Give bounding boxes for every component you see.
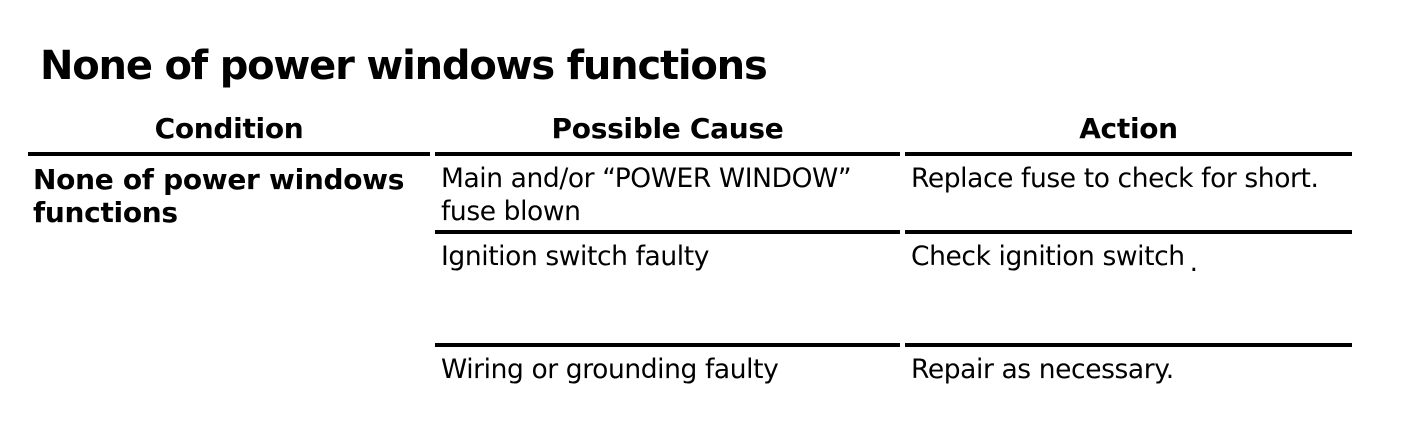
action-text: Replace fuse to check for short.	[911, 163, 1319, 194]
action-text: Repair as necessary.	[911, 354, 1174, 385]
column-header-action: Action	[905, 105, 1352, 156]
condition-cell: None of power windows functions	[28, 156, 430, 417]
cause-cell-wiring: Wiring or grounding faulty	[435, 347, 900, 417]
action-text: Check ignition switch.	[911, 240, 1352, 278]
cause-text: Wiring or grounding faulty	[441, 354, 779, 385]
cause-cell-ignition-switch: Ignition switch faulty	[435, 234, 900, 347]
action-text-main: Check ignition switch	[911, 241, 1185, 272]
action-cell-repair: Repair as necessary.	[905, 347, 1352, 417]
action-cell-check-ignition: Check ignition switch.	[905, 234, 1352, 347]
cause-cell-fuse-blown: Main and/or “POWER WINDOW” fuse blown	[435, 156, 900, 234]
action-period: .	[1189, 247, 1198, 278]
condition-text-line-2: functions	[33, 196, 178, 229]
cause-text: Ignition switch faulty	[441, 241, 710, 272]
action-cell-replace-fuse: Replace fuse to check for short.	[905, 156, 1352, 234]
condition-text-line-1: None of power windows	[33, 163, 405, 196]
column-header-condition: Condition	[28, 105, 430, 156]
troubleshooting-table: Condition Possible Cause Action None of …	[28, 105, 1352, 417]
cause-text-line-1: Main and/or “POWER WINDOW”	[441, 163, 852, 194]
page-title: None of power windows functions	[40, 42, 768, 89]
cause-text-line-2: fuse blown	[441, 196, 581, 227]
column-header-possible-cause: Possible Cause	[435, 105, 900, 156]
